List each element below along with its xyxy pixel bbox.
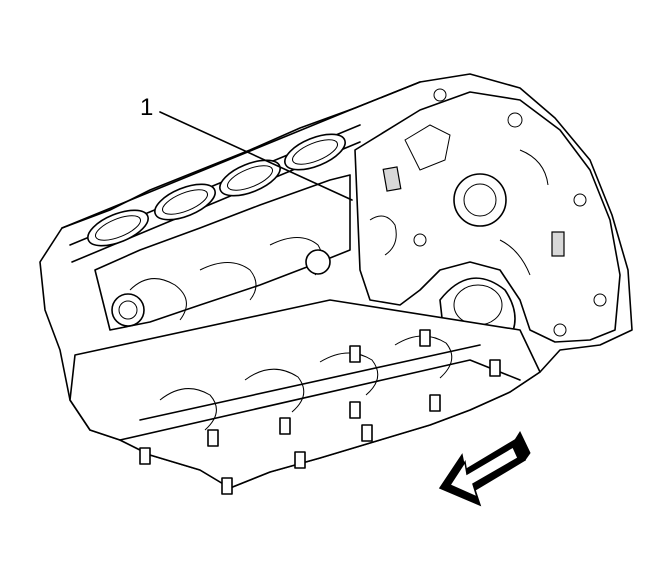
cylinder-bore [87,209,149,247]
main-bearing-cap-area [69,299,541,489]
callout-number: 1 [140,94,154,121]
front-direction-arrow [438,430,531,507]
cam-bore [111,293,145,327]
cylinder-bore [284,133,346,171]
block-deck-edge [61,81,421,229]
cylinder-bore [154,183,216,221]
lifter-valley [94,174,351,331]
front-cam-bore [453,173,507,227]
callout-leader-line [159,111,353,201]
main-cap-bolts [139,329,501,495]
oil-gallery-plug [382,166,402,192]
crank-bays [159,335,453,431]
